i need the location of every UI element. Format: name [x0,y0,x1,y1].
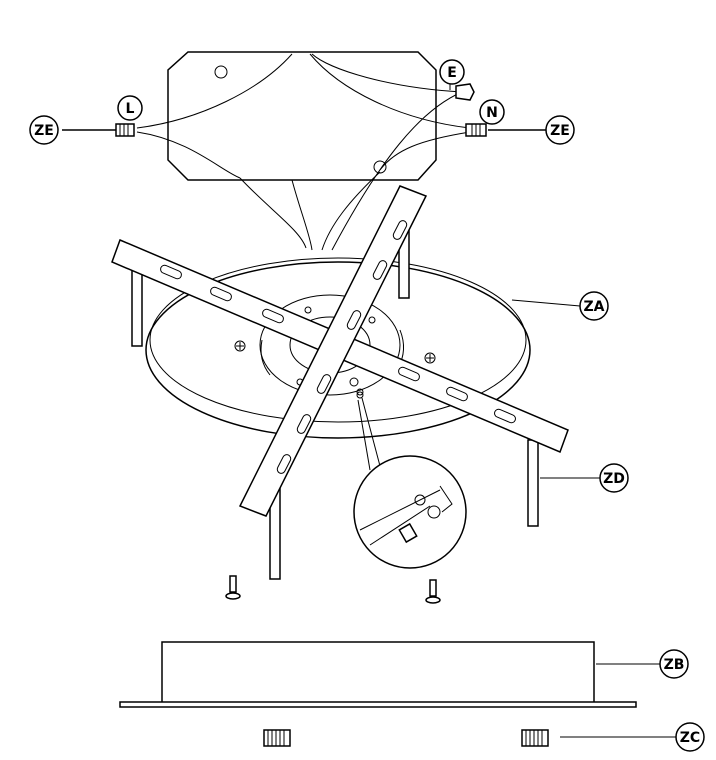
earth-screw-detail [349,377,467,569]
label-ZD: ZD [599,463,629,493]
cross-bar-diagonal [238,185,428,517]
svg-text:L: L [126,101,135,117]
label-E: E [439,59,465,85]
cap-nuts [263,729,549,747]
label-N: N [479,99,505,125]
label-ZE-right: ZE [545,115,575,145]
svg-text:ZA: ZA [584,299,605,315]
svg-text:ZE: ZE [550,123,570,139]
svg-text:N: N [486,105,498,121]
fixing-screws [225,575,441,604]
svg-text:ZD: ZD [603,471,625,487]
label-ZB: ZB [659,649,689,679]
svg-text:ZC: ZC [680,730,700,746]
label-ZE-left: ZE [29,115,59,145]
wire-connector-left [62,123,135,137]
svg-text:ZE: ZE [34,123,54,139]
label-ZC: ZC [675,722,705,752]
svg-text:E: E [447,65,457,81]
label-L: L [117,95,143,121]
leader-lines [511,299,676,738]
svg-text:ZB: ZB [664,657,685,673]
junction-box [136,51,471,181]
wire-connector-right [465,123,546,137]
fixture-body [119,641,637,708]
earth-terminal [449,80,475,101]
label-ZA: ZA [579,291,609,321]
supply-wires [239,91,463,251]
